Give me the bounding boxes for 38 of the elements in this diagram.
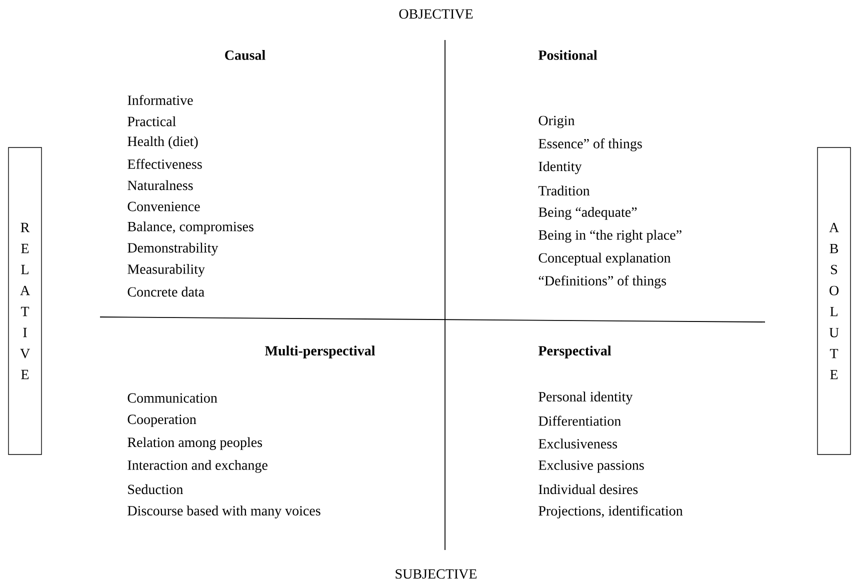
list-item: Exclusiveness	[538, 438, 618, 449]
axis-label: SUBJECTIVE	[396, 569, 477, 579]
letter-box: A B S O L U T E	[817, 147, 851, 455]
list-item: Being in “the right place”	[538, 230, 682, 243]
list-item: Balance, compromises	[128, 221, 254, 234]
list-item: Measurability	[128, 264, 205, 277]
quadrant-heading: Positional	[538, 50, 598, 60]
list-item: Projections, identification	[538, 506, 683, 518]
quadrant-heading: Causal	[225, 50, 266, 60]
list-item: Relation among peoples	[128, 437, 262, 450]
list-item: Conceptual explanation	[538, 252, 671, 266]
list-item: Effectiveness	[128, 158, 202, 169]
list-item: Interaction and exchange	[128, 460, 268, 473]
list-item: Cooperation	[128, 414, 196, 427]
list-item: Identity	[538, 161, 582, 174]
list-item: Differentiation	[538, 416, 621, 426]
axis-label: OBJECTIVE	[399, 9, 473, 19]
list-item: Discourse based with many voices	[128, 506, 320, 518]
list-item: Exclusive passions	[538, 460, 644, 473]
list-item: Seduction	[128, 484, 183, 494]
list-item: Concrete data	[128, 286, 204, 297]
list-item: Essence” of things	[538, 138, 642, 152]
list-item: Informative	[128, 95, 193, 105]
quadrant-heading: Multi-perspectival	[265, 346, 375, 358]
list-item: Naturalness	[128, 180, 193, 190]
list-item: Demonstrability	[128, 242, 218, 256]
letter-box: R E L A T I V E	[8, 147, 42, 455]
list-item: Personal identity	[538, 392, 633, 404]
list-item: Practical	[128, 116, 176, 126]
list-item: Communication	[128, 393, 218, 403]
list-item: “Definitions” of things	[538, 276, 666, 288]
list-item: Origin	[538, 116, 575, 128]
list-item: Tradition	[538, 186, 590, 196]
list-item: Individual desires	[538, 484, 638, 494]
quadrant-heading: Perspectival	[538, 346, 612, 358]
list-item: Being “adequate”	[538, 207, 637, 220]
list-item: Health (diet)	[128, 136, 198, 149]
list-item: Convenience	[128, 202, 200, 212]
